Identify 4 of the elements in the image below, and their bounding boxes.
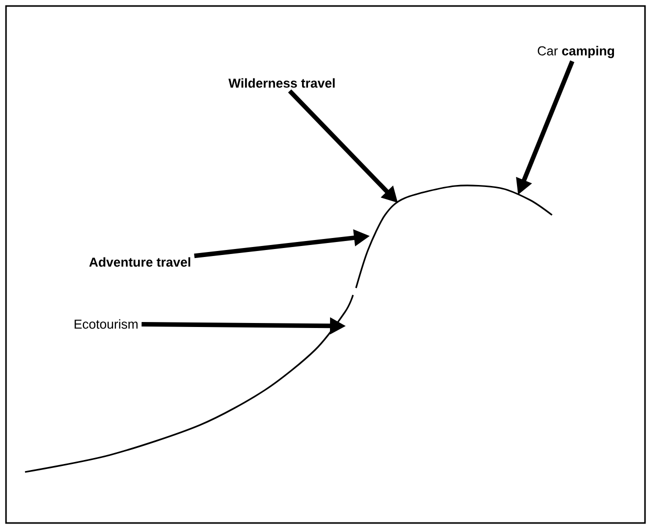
label: Car camping bbox=[538, 46, 614, 58]
label: Adventure travel bbox=[89, 257, 190, 267]
label: Ecotourism bbox=[74, 319, 138, 329]
label: Wilderness travel bbox=[228, 78, 335, 88]
